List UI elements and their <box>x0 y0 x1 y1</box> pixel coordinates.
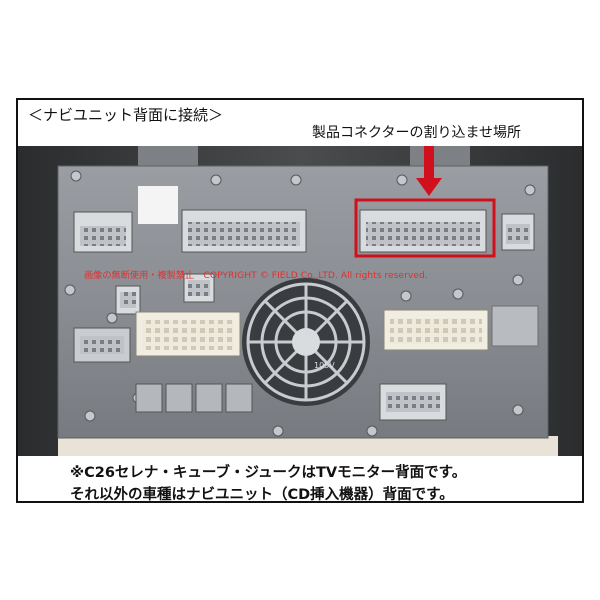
connector-location-label: 製品コネクターの割り込ませ場所 <box>312 125 522 141</box>
connector-left-top <box>73 211 133 253</box>
down-arrow-icon <box>416 146 442 196</box>
diagram-title: ＜ナビユニット背面に接続＞ <box>28 106 224 124</box>
connector-small-1 <box>115 285 141 315</box>
image-frame: ＜ナビユニット背面に接続＞ 製品コネクターの割り込ませ場所 <box>16 98 584 503</box>
connector-white-left <box>135 311 241 357</box>
metal-plate <box>491 305 539 347</box>
connector-bottom-right <box>379 383 447 421</box>
connector-middle-top <box>181 209 307 253</box>
copyright-text: 画像の無断使用・複製禁止 COPYRIGHT © FIELD Co.,LTD. … <box>84 269 428 281</box>
fan: 105V <box>242 278 370 406</box>
connector-small-right <box>501 213 535 251</box>
fan-label: 105V <box>314 361 335 370</box>
caption-line-2: それ以外の車種はナビユニット（CD挿入機器）背面です。 <box>70 487 454 503</box>
connector-white-right <box>383 309 489 351</box>
connector-target <box>359 209 487 253</box>
screws <box>64 170 536 437</box>
bottom-panel <box>58 436 558 456</box>
connector-row-bottom <box>135 383 253 413</box>
bracket-left <box>138 146 198 168</box>
navi-unit-photo: 画像の無断使用・複製禁止 COPYRIGHT © FIELD Co.,LTD. … <box>18 146 582 456</box>
bracket-right <box>410 146 470 168</box>
connector-small-2 <box>183 273 215 303</box>
label-sticker <box>138 186 178 224</box>
target-highlight-box <box>354 198 496 258</box>
caption-line-1: ※C26セレナ・キューブ・ジュークはTVモニター背面です。 <box>70 465 467 481</box>
connector-left-mid <box>73 327 131 363</box>
